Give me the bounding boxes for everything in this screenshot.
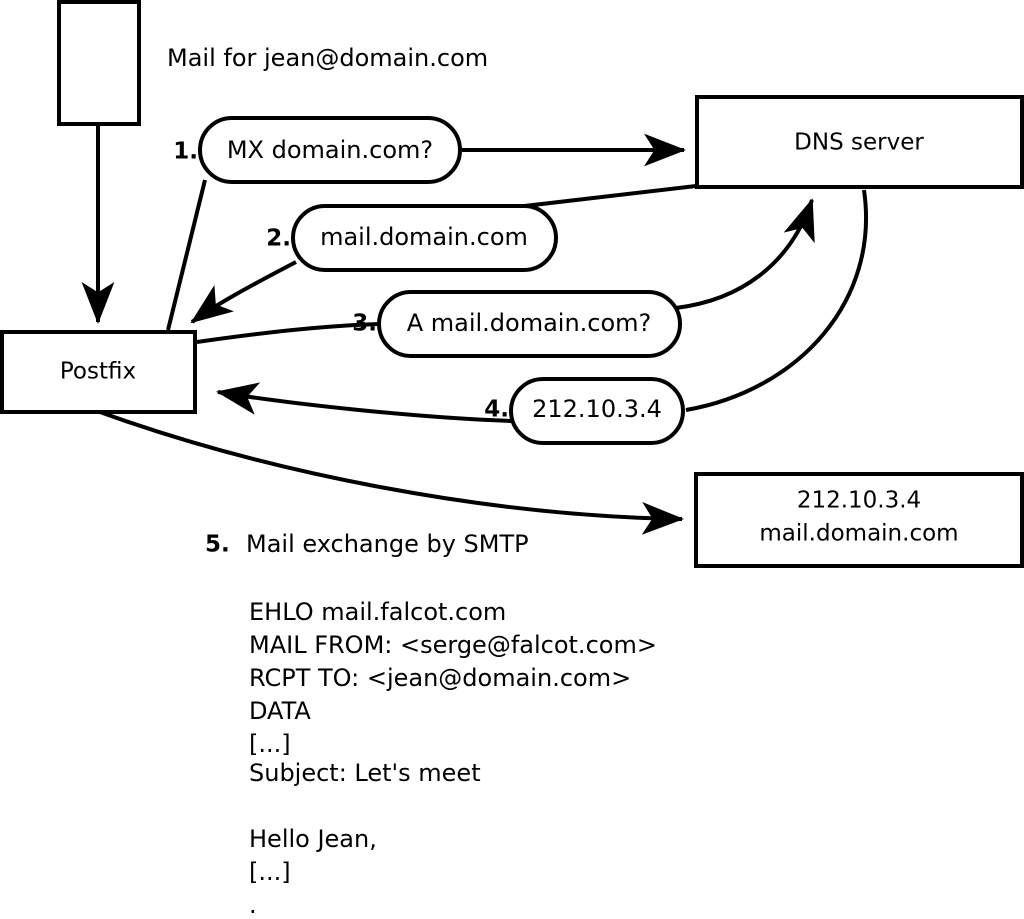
balloon-step-4	[509, 377, 685, 445]
balloon-step-1	[198, 116, 462, 184]
diagram-title-label: Mail for jean@domain.com	[167, 44, 488, 72]
step-number-4: 4.	[484, 397, 509, 423]
node-destination-server	[694, 472, 1024, 568]
transcript-line: [...]	[249, 730, 291, 758]
step-number-2: 2.	[266, 226, 291, 252]
transcript-line: .	[249, 891, 257, 919]
edge-postfix-to-step1	[166, 179, 207, 331]
node-dns-server	[695, 95, 1024, 189]
edge-dns-to-step4	[685, 189, 868, 412]
balloon-step-3	[377, 290, 682, 358]
transcript-line: EHLO mail.falcot.com	[249, 598, 506, 626]
transcript-line: MAIL FROM: <serge@falcot.com>	[249, 631, 657, 659]
node-postfix	[0, 330, 197, 414]
step-number-3: 3.	[352, 311, 377, 337]
transcript-line: Subject: Let's meet	[249, 759, 481, 787]
transcript-line: Hello Jean,	[249, 825, 377, 853]
edge-postfix-to-destination	[99, 410, 684, 535]
edge-step4-to-postfix	[216, 382, 513, 423]
edge-postfix-to-step3	[196, 322, 381, 344]
balloon-step-2	[291, 204, 558, 272]
step-5-label: Mail exchange by SMTP	[246, 530, 529, 558]
edge-step3-to-dns	[675, 198, 815, 310]
step-number-1: 1.	[173, 139, 198, 165]
node-mail-source	[57, 0, 141, 126]
transcript-line: DATA	[249, 697, 311, 725]
node-postfix-label: Postfix	[60, 359, 136, 385]
balloon-step-3-label: A mail.domain.com?	[407, 309, 652, 337]
balloon-step-2-label: mail.domain.com	[320, 223, 528, 251]
balloon-step-1-label: MX domain.com?	[227, 136, 433, 164]
transcript-line: [...]	[249, 858, 291, 886]
node-destination-ip: 212.10.3.4	[797, 488, 921, 514]
node-dns-server-label: DNS server	[794, 130, 924, 156]
node-destination-host: mail.domain.com	[759, 521, 958, 547]
transcript-line: RCPT TO: <jean@domain.com>	[249, 664, 631, 692]
edge-step2-to-postfix	[190, 260, 297, 324]
balloon-step-4-label: 212.10.3.4	[532, 395, 662, 423]
step-number-5: 5.	[205, 532, 230, 558]
